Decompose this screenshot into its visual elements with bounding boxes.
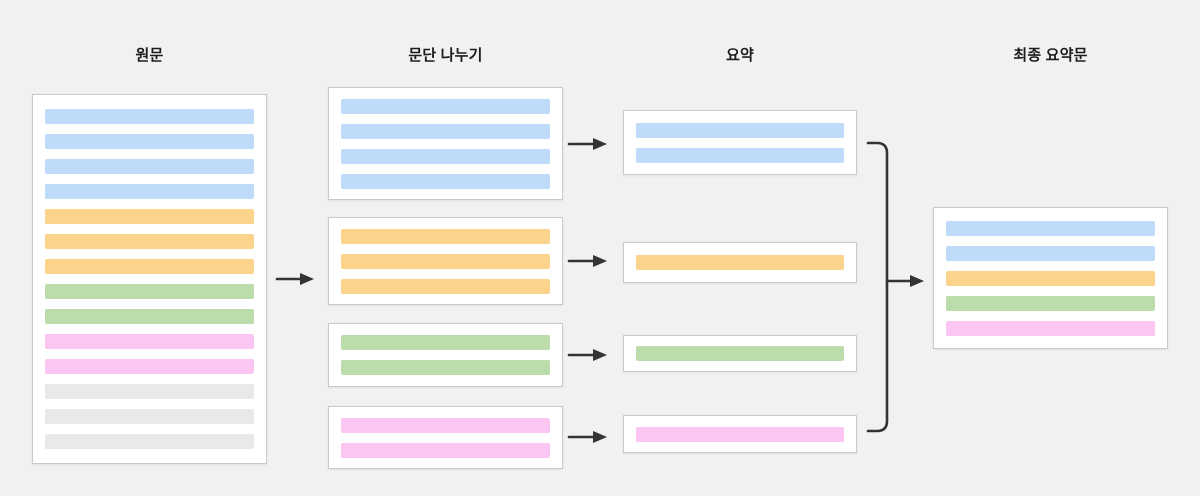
orange-sentence-bar (45, 259, 254, 274)
orange-sentence-bar (636, 255, 844, 270)
orange-sentence-bar (45, 209, 254, 224)
orange-sentence-bar (341, 228, 550, 244)
final-summary-box (933, 207, 1168, 349)
paragraph-box-blue (328, 87, 563, 200)
column-label-summary: 요약 (725, 47, 754, 64)
blue-sentence-bar (341, 148, 550, 164)
blue-sentence-bar (45, 109, 254, 124)
blue-sentence-bar (45, 159, 254, 174)
green-sentence-bar (636, 346, 844, 361)
merge-bracket (866, 141, 889, 433)
orange-sentence-bar (341, 278, 550, 294)
paragraph-box-pink (328, 406, 563, 469)
blue-sentence-bar (946, 220, 1155, 236)
pink-sentence-bar (45, 334, 254, 349)
gray-sentence-bar (45, 384, 254, 399)
pink-sentence-bar (946, 320, 1155, 336)
pink-sentence-bar (341, 442, 550, 458)
blue-sentence-bar (341, 123, 550, 139)
green-sentence-bar (45, 309, 254, 324)
blue-sentence-bar (45, 134, 254, 149)
green-sentence-bar (341, 335, 550, 350)
orange-sentence-bar (45, 234, 254, 249)
blue-sentence-bar (636, 147, 844, 163)
blue-sentence-bar (45, 184, 254, 199)
pink-sentence-bar (45, 359, 254, 374)
summary-box-green (623, 335, 857, 372)
paragraph-box-green (328, 323, 563, 387)
blue-sentence-bar (341, 98, 550, 114)
column-label-split: 문단 나누기 (408, 47, 483, 64)
orange-sentence-bar (341, 253, 550, 269)
green-sentence-bar (341, 360, 550, 375)
gray-sentence-bar (45, 434, 254, 449)
summary-box-blue (623, 110, 857, 175)
source-document-box (32, 94, 267, 464)
summary-box-pink (623, 415, 857, 453)
orange-sentence-bar (946, 270, 1155, 286)
pink-sentence-bar (636, 426, 844, 442)
blue-sentence-bar (636, 122, 844, 138)
blue-sentence-bar (341, 173, 550, 189)
column-label-final: 최종 요약문 (1013, 47, 1088, 64)
gray-sentence-bar (45, 409, 254, 424)
green-sentence-bar (946, 295, 1155, 311)
paragraph-box-orange (328, 217, 563, 305)
pink-sentence-bar (341, 417, 550, 433)
blue-sentence-bar (946, 245, 1155, 261)
green-sentence-bar (45, 284, 254, 299)
summary-box-orange (623, 242, 857, 283)
column-label-source: 원문 (135, 47, 164, 64)
